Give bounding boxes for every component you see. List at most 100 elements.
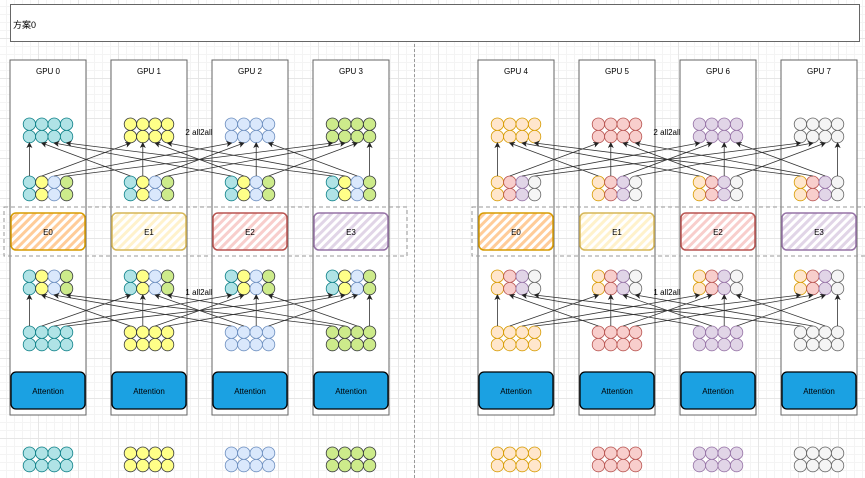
- token-circle: [350, 175, 364, 189]
- token-circle: [362, 269, 377, 283]
- token-circle: [503, 337, 517, 352]
- token-circle: [503, 117, 517, 131]
- token-circle: [59, 325, 74, 339]
- token-circle: [616, 281, 630, 296]
- token-circle: [717, 117, 731, 131]
- token-circle: [59, 446, 74, 460]
- token-circle: [261, 446, 276, 460]
- token-circle: [604, 188, 618, 202]
- token-circle: [490, 175, 504, 189]
- expert-label: E2: [713, 228, 723, 237]
- token-circle: [616, 337, 630, 352]
- token-circle: [616, 458, 630, 473]
- mixed-token-cluster-lower: [224, 269, 276, 296]
- token-circle: [148, 117, 162, 131]
- token-circle: [35, 458, 49, 473]
- token-circle: [161, 325, 175, 339]
- token-circle: [705, 117, 719, 131]
- token-circle: [705, 269, 719, 283]
- token-circle: [350, 188, 364, 202]
- mixed-token-cluster-lower: [123, 269, 175, 296]
- token-circle: [123, 325, 137, 339]
- token-circle: [148, 175, 162, 189]
- token-circle: [591, 188, 606, 202]
- all2all-arrow-2: [521, 140, 700, 177]
- next-layer-token-cluster: [123, 446, 175, 473]
- token-circle: [527, 281, 542, 296]
- token-circle: [249, 188, 263, 202]
- token-circle: [161, 281, 175, 296]
- token-circle: [628, 337, 643, 352]
- token-circle: [224, 269, 238, 283]
- token-circle: [490, 130, 504, 144]
- output-token-cluster: [490, 117, 542, 144]
- expert-label: E1: [612, 228, 622, 237]
- token-circle: [350, 337, 364, 352]
- attention-block: Attention: [212, 371, 288, 410]
- token-circle: [729, 337, 744, 352]
- token-circle: [729, 269, 744, 283]
- token-circle: [123, 130, 137, 144]
- token-circle: [362, 446, 377, 460]
- mixed-token-cluster-lower: [591, 269, 643, 296]
- token-circle: [161, 117, 175, 131]
- attention-block: Attention: [781, 371, 857, 410]
- token-circle: [705, 130, 719, 144]
- token-circle: [123, 281, 137, 296]
- token-circle: [325, 188, 339, 202]
- token-circle: [362, 458, 377, 473]
- token-circle: [515, 175, 529, 189]
- mixed-token-cluster-upper: [325, 175, 377, 202]
- token-circle: [338, 188, 352, 202]
- token-circle: [136, 446, 150, 460]
- token-circle: [325, 175, 339, 189]
- token-circle: [224, 337, 238, 352]
- mixed-token-cluster-upper: [490, 175, 542, 202]
- token-circle: [47, 458, 61, 473]
- attention-label: Attention: [500, 387, 532, 396]
- token-circle: [793, 188, 808, 202]
- token-circle: [591, 446, 606, 460]
- token-circle: [224, 446, 238, 460]
- token-circle: [818, 130, 832, 144]
- gpu-label: GPU 7: [807, 67, 832, 76]
- token-circle: [490, 281, 504, 296]
- token-circle: [503, 175, 517, 189]
- token-circle: [59, 117, 74, 131]
- token-circle: [591, 281, 606, 296]
- token-circle: [237, 446, 251, 460]
- token-circle: [350, 446, 364, 460]
- token-circle: [249, 281, 263, 296]
- token-circle: [362, 188, 377, 202]
- token-circle: [692, 446, 707, 460]
- token-circle: [249, 130, 263, 144]
- token-circle: [490, 188, 504, 202]
- mixed-token-cluster-upper: [123, 175, 175, 202]
- expert-band: [3, 206, 408, 257]
- input-token-cluster: [224, 325, 276, 352]
- token-circle: [136, 188, 150, 202]
- token-circle: [591, 130, 606, 144]
- all2all-arrow-1: [634, 292, 813, 327]
- token-circle: [59, 188, 74, 202]
- token-circle: [818, 458, 832, 473]
- token-circle: [717, 458, 731, 473]
- token-circle: [136, 325, 150, 339]
- token-circle: [237, 130, 251, 144]
- token-circle: [692, 175, 707, 189]
- token-circle: [515, 325, 529, 339]
- token-circle: [729, 175, 744, 189]
- expert-e0: E0: [10, 212, 86, 251]
- token-circle: [136, 458, 150, 473]
- token-circle: [527, 130, 542, 144]
- token-circle: [22, 325, 37, 339]
- token-circle: [604, 130, 618, 144]
- token-circle: [22, 458, 37, 473]
- token-circle: [793, 325, 808, 339]
- token-circle: [717, 188, 731, 202]
- token-circle: [47, 325, 61, 339]
- token-circle: [729, 281, 744, 296]
- token-circle: [123, 337, 137, 352]
- all2all-arrow-1: [65, 292, 333, 327]
